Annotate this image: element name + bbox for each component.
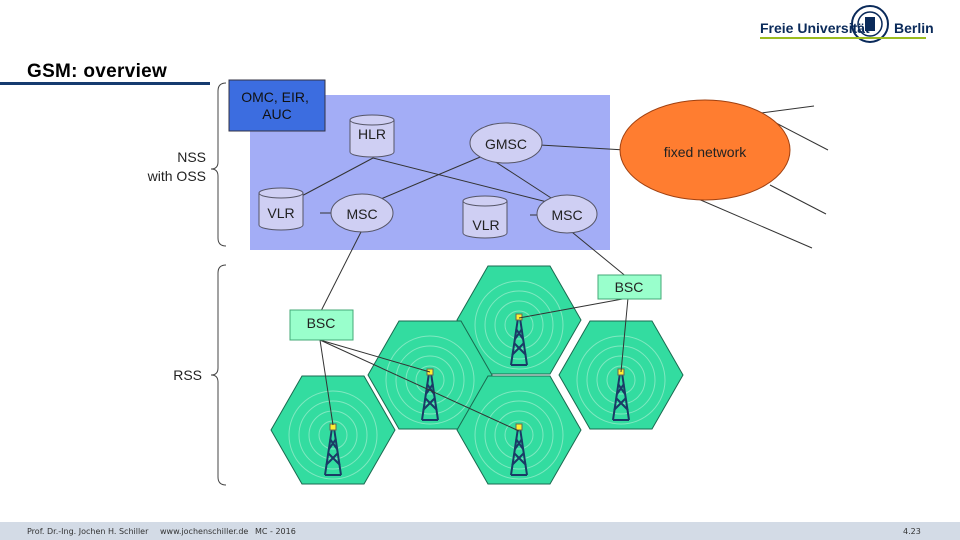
vlr-left-label: VLR	[267, 205, 294, 221]
nss-brace	[210, 82, 227, 247]
msc-right-node	[536, 194, 598, 234]
footer-page-number: 4.23	[903, 527, 921, 536]
footer-bar: Prof. Dr.-Ing. Jochen H. Schiller www.jo…	[0, 522, 960, 540]
radio-cells	[270, 265, 684, 485]
rss-label: RSS	[173, 367, 202, 383]
radio-cell	[270, 375, 396, 485]
radio-cell	[367, 320, 493, 430]
radio-tower-icon	[612, 368, 630, 421]
msc-left-node	[330, 193, 394, 233]
vlr-right-database-icon	[462, 195, 508, 239]
bsc-tower-links	[319, 297, 629, 432]
msc-right-label: MSC	[551, 207, 582, 223]
footer-author: Prof. Dr.-Ing. Jochen H. Schiller	[27, 527, 149, 536]
title-underline	[0, 82, 210, 85]
logo-text-left: Freie Universität	[760, 20, 870, 36]
radio-tower-icon	[510, 313, 528, 366]
footer-course: MC - 2016	[255, 527, 296, 536]
vlr-right-label: VLR	[472, 217, 499, 233]
bsc-left-label: BSC	[307, 315, 336, 331]
bsc-right-label: BSC	[615, 279, 644, 295]
omc-label: OMC, EIR, AUC	[241, 89, 313, 122]
nss-label: NSS with OSS	[147, 149, 206, 184]
fixed-network-label: fixed network	[664, 144, 747, 160]
external-links	[695, 105, 829, 249]
fixed-network	[619, 99, 791, 201]
radio-cell	[456, 265, 582, 375]
radio-tower-icon	[421, 368, 439, 421]
logo-text-right: Berlin	[894, 20, 934, 36]
bsc-left-box	[289, 309, 354, 341]
gmsc-node	[469, 122, 543, 164]
omc-box	[228, 79, 326, 132]
radio-tower-icon	[324, 423, 342, 476]
radio-cell	[558, 320, 684, 430]
logo-underline	[760, 37, 926, 39]
gmsc-label: GMSC	[485, 136, 527, 152]
radio-cell	[456, 375, 582, 485]
rss-brace	[210, 264, 227, 486]
vlr-left-database-icon	[258, 187, 304, 231]
hlr-database-icon	[349, 114, 395, 158]
slide-title: GSM: overview	[27, 61, 168, 82]
university-logo: Freie Universität Berlin	[760, 4, 934, 48]
bsc-right-box	[597, 274, 662, 300]
radio-tower-icon	[510, 423, 528, 476]
msc-left-label: MSC	[346, 206, 377, 222]
hlr-label: HLR	[358, 126, 386, 142]
footer-website: www.jochenschiller.de	[160, 527, 249, 536]
seal-icon	[851, 5, 889, 43]
